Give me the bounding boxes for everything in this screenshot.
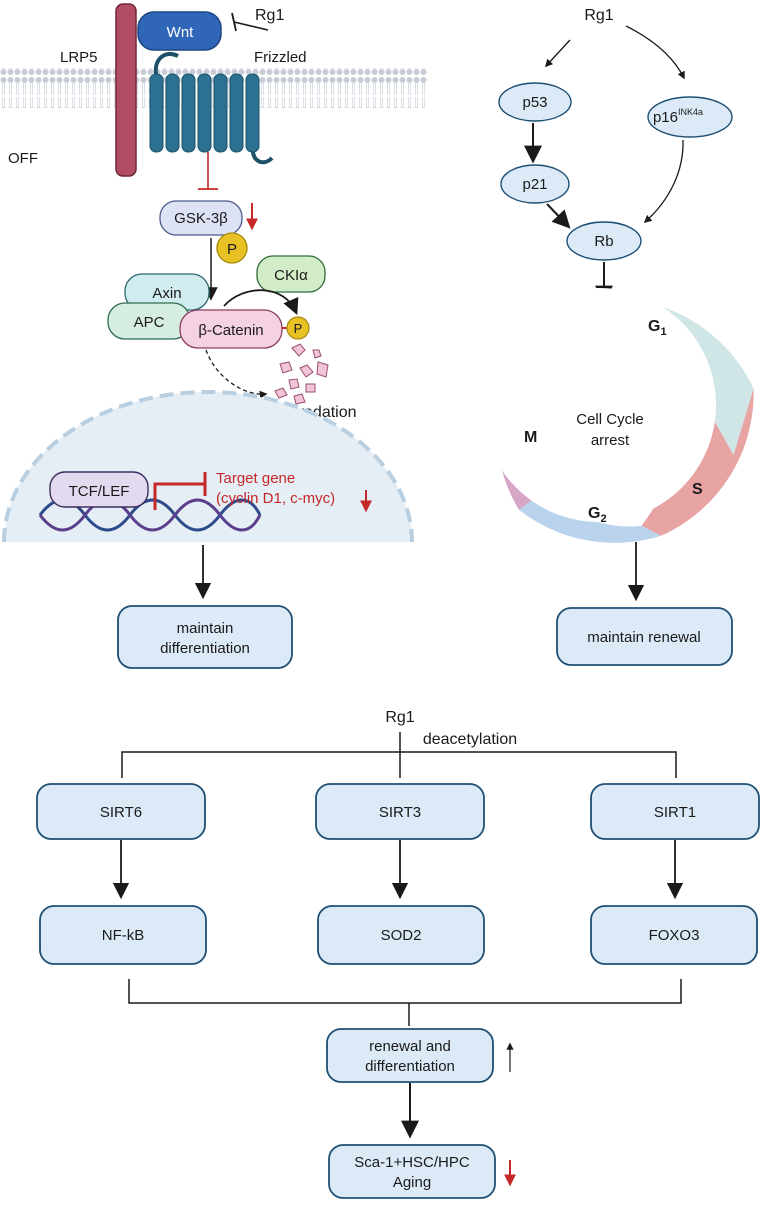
sirt-panel: Rg1 deacetylation SIRT6 SIRT3 SIRT1 NF-k… (36, 709, 760, 1199)
rg1-label-wnt: Rg1 (255, 7, 284, 24)
maintain-renewal-label: maintain renewal (587, 629, 700, 646)
sirt3-label: SIRT3 (379, 804, 421, 821)
target-gene-detail: (cyclin D1, c-myc) (216, 490, 335, 507)
g1-main: G (648, 318, 660, 335)
lrp5-label: LRP5 (60, 49, 98, 66)
sirt1-box (590, 783, 760, 840)
renewal-line1: renewal and (369, 1038, 451, 1055)
degradation-fragments (274, 343, 329, 405)
rg1-label-sirt: Rg1 (385, 709, 414, 726)
maintain-differentiation-line2: differentiation (160, 640, 250, 657)
sirt6-label: SIRT6 (100, 804, 142, 821)
nfkb-box (39, 905, 207, 965)
target-gene-label: Target gene (216, 470, 295, 487)
phospho-gsk-label: P (227, 241, 237, 258)
maintain-differentiation-line1: maintain (177, 620, 234, 637)
axin-label: Axin (152, 285, 181, 302)
p16-main: p16 (653, 109, 678, 126)
gsk3b-label: GSK-3β (174, 210, 228, 227)
aging-line2: Aging (393, 1174, 431, 1191)
g2-main: G (588, 505, 600, 522)
sirt3-box (315, 783, 485, 840)
ckia-label: CKIα (274, 267, 308, 284)
m-label: M (524, 429, 537, 446)
sirt1-label: SIRT1 (654, 804, 696, 821)
p16-node (647, 96, 733, 138)
wnt-panel: Wnt Rg1 LRP5 Frizzled OFF GSK-3β P CKIα … (0, 3, 428, 669)
p53-node (498, 82, 572, 122)
rb-node (566, 221, 642, 261)
tcf-lef-node (49, 471, 149, 508)
apc-label: APC (134, 314, 165, 331)
wnt-label: Wnt (167, 24, 195, 41)
rg1-label-cycle: Rg1 (584, 7, 613, 24)
nfkb-label: NF-kB (102, 927, 145, 944)
ckia-node (256, 255, 326, 293)
rb-label: Rb (594, 233, 613, 250)
gsk3b-node (159, 200, 243, 236)
cell-cycle-ring (482, 288, 754, 543)
aging-box (328, 1144, 496, 1199)
phospho-catenin (286, 316, 310, 340)
frizzled-receptor (149, 73, 260, 153)
foxo3-label: FOXO3 (649, 927, 700, 944)
p21-label: p21 (522, 176, 547, 193)
aging-line1: Sca-1+HSC/HPC (354, 1154, 470, 1171)
g2-label: G2 (588, 505, 607, 525)
foxo3-box (590, 905, 758, 965)
cell-cycle-panel: Rg1 p53 p16INK4a p21 Rb G1 S G2 M Cell C… (482, 7, 754, 666)
off-label: OFF (8, 150, 38, 167)
lrp5-receptor (115, 3, 137, 177)
phospho-catenin-label: P (294, 321, 303, 336)
renewal-line2: differentiation (365, 1058, 455, 1075)
beta-catenin-label: β-Catenin (198, 322, 263, 339)
phospho-gsk (216, 232, 248, 264)
g1-label: G1 (648, 318, 667, 338)
g1-sub: 1 (660, 326, 666, 338)
cell-cycle-center-line1: Cell Cycle (576, 411, 644, 428)
p21-node (500, 164, 570, 204)
tcf-lef-label: TCF/LEF (69, 483, 130, 500)
g2-sub: 2 (600, 513, 606, 525)
p16-superscript: INK4a (678, 107, 703, 117)
renewal-differentiation-box (326, 1028, 494, 1083)
sod2-box (317, 905, 485, 965)
sirt6-box (36, 783, 206, 840)
p16-label: p16INK4a (653, 107, 703, 126)
cell-cycle-center-line2: arrest (591, 432, 630, 449)
p53-label: p53 (522, 94, 547, 111)
maintain-renewal-box (556, 607, 733, 666)
s-label: S (692, 481, 703, 498)
sod2-label: SOD2 (381, 927, 422, 944)
maintain-differentiation-box (117, 605, 293, 669)
frizzled-label: Frizzled (254, 49, 307, 66)
dna-helix (38, 498, 262, 532)
deacetylation-label: deacetylation (423, 731, 517, 748)
wnt-ligand (137, 11, 222, 51)
